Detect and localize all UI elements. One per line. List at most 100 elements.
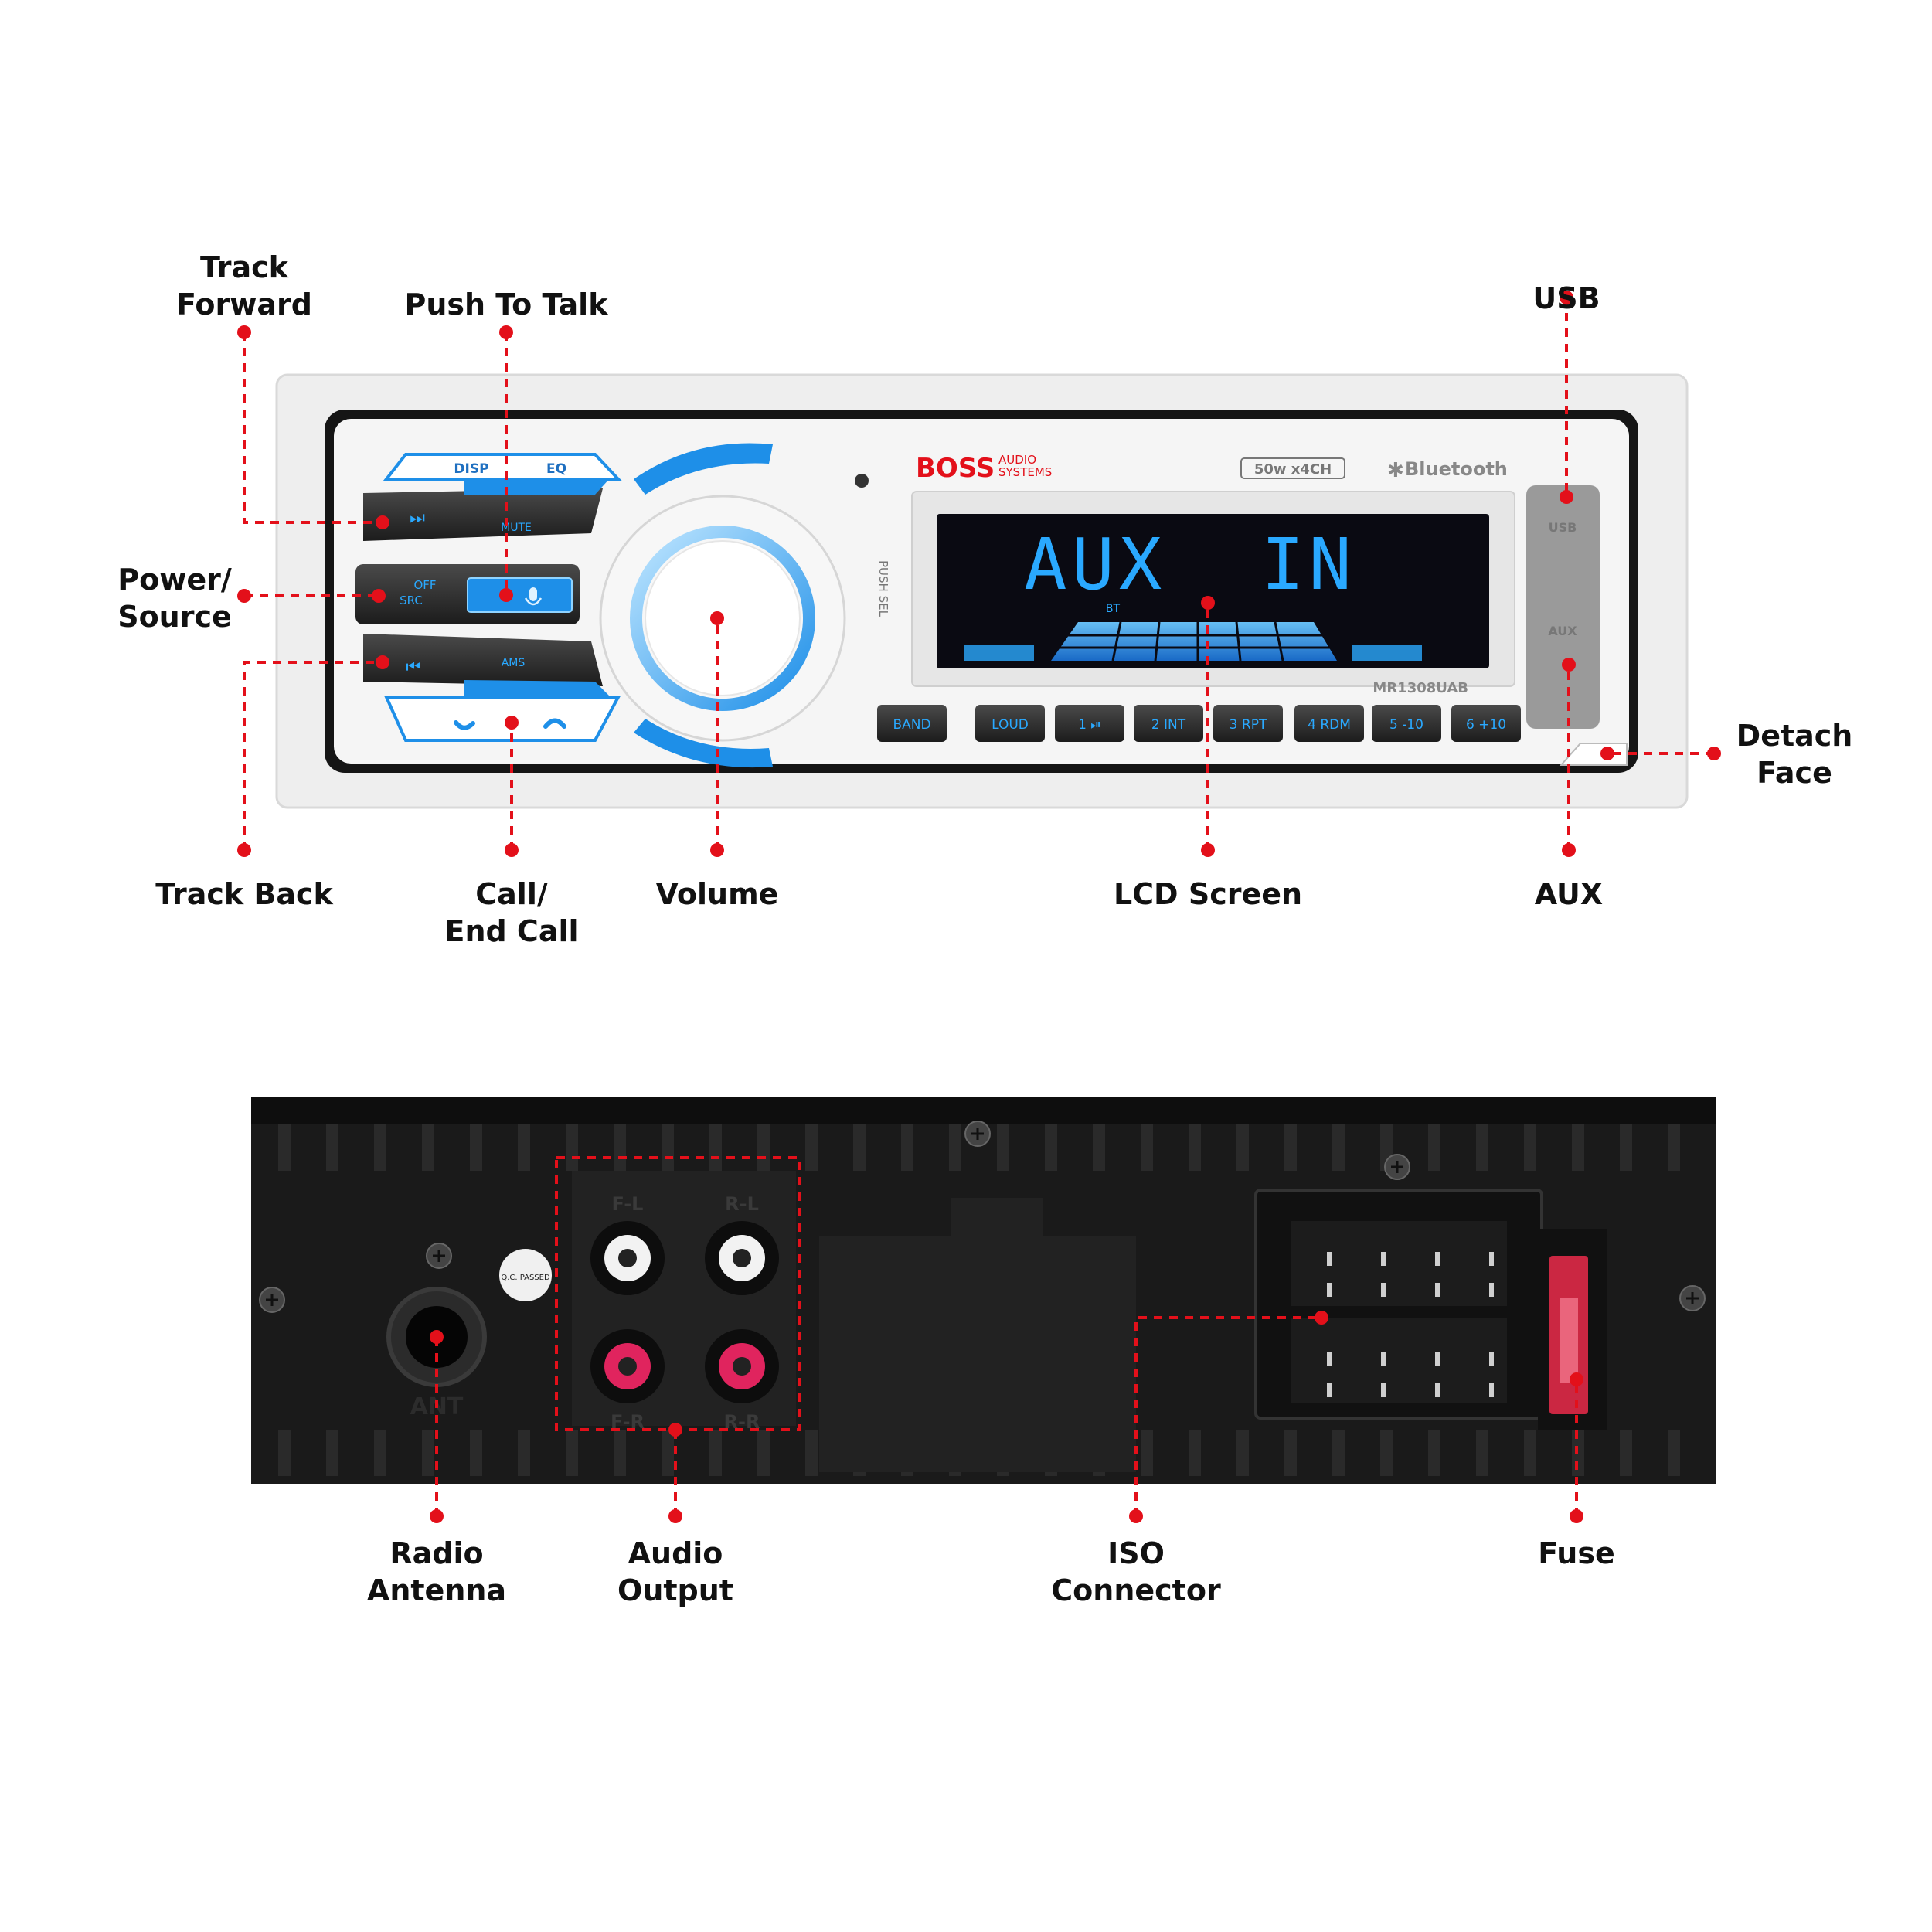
- callout-iso-connector: ISO Connector: [1051, 1536, 1221, 1607]
- call-end-call-button[interactable]: [383, 696, 621, 742]
- track-forward-button[interactable]: [363, 488, 603, 541]
- callout-dot: [1201, 843, 1215, 857]
- vent-fin: [1668, 1430, 1680, 1476]
- vent-fin: [1236, 1124, 1249, 1171]
- callout-dot: [668, 1423, 682, 1437]
- callout-leader-line: [555, 1156, 801, 1431]
- brand-logo: BOSS: [916, 453, 995, 484]
- disp-eq-button[interactable]: [383, 453, 622, 481]
- preset-button-1[interactable]: [877, 705, 947, 742]
- vent-fin: [1189, 1430, 1201, 1476]
- callout-dot: [1562, 843, 1576, 857]
- track-forward-accent: [464, 478, 611, 495]
- vent-fin: [1236, 1430, 1249, 1476]
- preset-button-label: 1 ⏯: [1078, 717, 1101, 733]
- vent-fin: [1668, 1124, 1680, 1171]
- preset-button-label: LOUD: [992, 717, 1029, 733]
- vent-fin: [374, 1430, 386, 1476]
- track-back-glyph: ⏮: [406, 658, 421, 677]
- rear-top-rail: [251, 1097, 1716, 1124]
- brand-sub-audio: AUDIO: [998, 453, 1036, 467]
- preset-button-8[interactable]: [1451, 705, 1521, 742]
- callout-dot: [1570, 1372, 1583, 1386]
- rca-jack-pin: [618, 1249, 637, 1267]
- qc-sticker: [499, 1249, 552, 1301]
- iso-pin: [1327, 1252, 1332, 1266]
- track-back-accent: [464, 680, 611, 697]
- callout-push-to-talk: Push To Talk: [404, 287, 608, 321]
- preset-button-7[interactable]: [1372, 705, 1441, 742]
- iso-pin: [1327, 1383, 1332, 1397]
- vent-fin: [518, 1124, 530, 1171]
- fuse-window: [1560, 1298, 1578, 1383]
- vent-fin: [422, 1430, 434, 1476]
- vent-fin: [566, 1430, 578, 1476]
- vent-fin: [1428, 1430, 1440, 1476]
- vent-fin: [1332, 1124, 1345, 1171]
- port-cover[interactable]: [1526, 485, 1600, 729]
- callout-dot: [376, 515, 389, 529]
- preset-button-label: BAND: [893, 717, 930, 733]
- push-sel-label: PUSH SEL: [876, 560, 890, 617]
- iso-pin: [1435, 1252, 1440, 1266]
- disp-label: DISP: [454, 461, 488, 477]
- vent-fin: [566, 1124, 578, 1171]
- qc-sticker-text: Q.C. PASSED: [501, 1274, 550, 1282]
- callout-dot: [505, 716, 519, 730]
- preset-button-label: 4 RDM: [1308, 717, 1351, 733]
- preset-button-4[interactable]: [1134, 705, 1203, 742]
- callout-leader-line: [243, 661, 383, 850]
- left-button-cluster: DISP EQ ⏭ MUTE OFF SRC ⏮ AMS: [355, 453, 622, 742]
- rear-vent-fins: [278, 1124, 1680, 1476]
- rca-label: R-L: [725, 1193, 759, 1215]
- callout-power-source: Power/ Source: [117, 563, 232, 634]
- iso-pins: [1327, 1252, 1494, 1397]
- preset-button-6[interactable]: [1294, 705, 1364, 742]
- iso-bottom-row: [1291, 1318, 1507, 1403]
- iso-pin: [1381, 1283, 1386, 1297]
- call-icon: [454, 720, 475, 730]
- vent-fin: [757, 1430, 770, 1476]
- center-bracket: [819, 1198, 1136, 1472]
- lcd-bars-right: [1352, 645, 1422, 661]
- callout-call-end-call: Call/ End Call: [444, 877, 579, 948]
- vent-fin: [997, 1124, 1009, 1171]
- lcd-text: AUX IN: [1024, 523, 1356, 606]
- track-back-button[interactable]: [363, 634, 603, 686]
- callout-dot: [499, 588, 513, 602]
- callout-dot: [237, 325, 251, 339]
- vent-fin: [1476, 1430, 1488, 1476]
- microphone-icon: [524, 587, 543, 606]
- push-to-talk-button[interactable]: [467, 577, 573, 613]
- preset-button-3[interactable]: [1055, 705, 1124, 742]
- callout-dot: [499, 325, 513, 339]
- callout-dot: [237, 843, 251, 857]
- preset-button-5[interactable]: [1213, 705, 1283, 742]
- vent-fin: [470, 1124, 482, 1171]
- vent-fin: [470, 1430, 482, 1476]
- vent-fin: [1476, 1124, 1488, 1171]
- iso-pin: [1489, 1283, 1494, 1297]
- mute-label: MUTE: [501, 522, 532, 534]
- rca-jack-pin: [733, 1357, 751, 1376]
- power-badge: 50w x4CH: [1254, 461, 1332, 478]
- vent-fin: [326, 1124, 338, 1171]
- vent-fin: [1141, 1124, 1153, 1171]
- callout-dot: [1707, 747, 1721, 760]
- callout-dot: [1562, 658, 1576, 672]
- callout-dot: [710, 843, 724, 857]
- callout-dot: [505, 843, 519, 857]
- vent-fin: [278, 1124, 291, 1171]
- preset-button-label: 3 RPT: [1230, 717, 1267, 733]
- callout-dot: [710, 611, 724, 625]
- callout-dot: [1315, 1311, 1328, 1325]
- preset-button-2[interactable]: [975, 705, 1045, 742]
- callout-detach-face: Detach Face: [1736, 719, 1853, 790]
- vent-fin: [1380, 1430, 1393, 1476]
- lcd-spectrum-grid: [1051, 621, 1335, 662]
- vent-fin: [1093, 1124, 1105, 1171]
- vent-fin: [662, 1124, 674, 1171]
- bluetooth-label: Bluetooth: [1405, 458, 1508, 480]
